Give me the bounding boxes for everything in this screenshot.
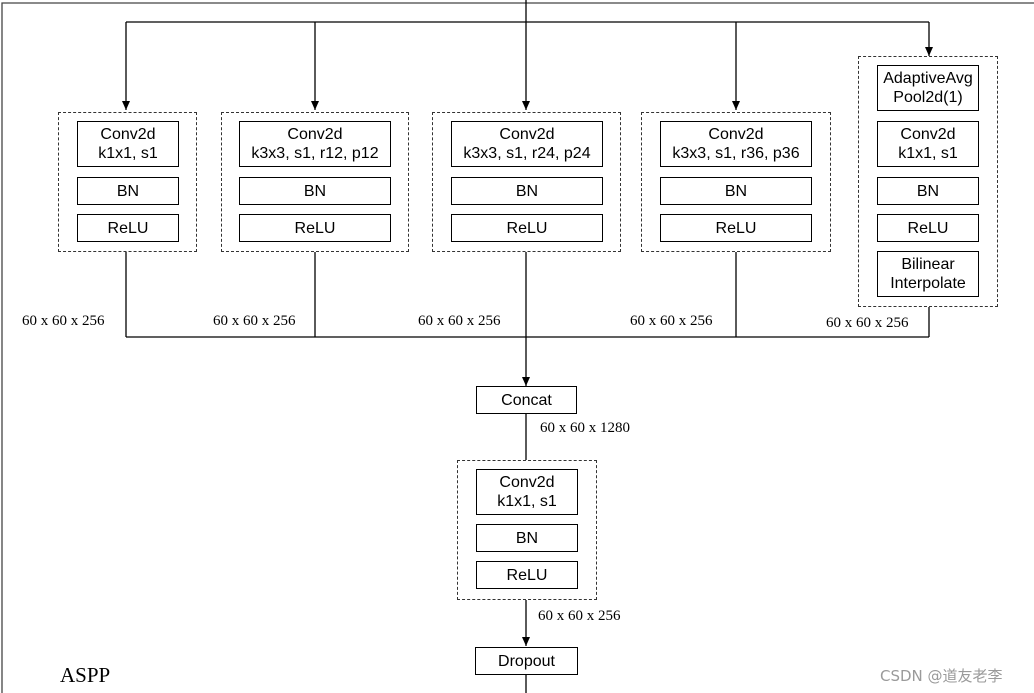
branch-4-conv-block: Conv2d k3x3, s1, r36, p36 [660, 121, 812, 167]
branch-4-relu-block: ReLU [660, 214, 812, 242]
branch-3-output-size: 60 x 60 x 256 [418, 313, 501, 329]
branch-5-conv-block: Conv2d k1x1, s1 [877, 121, 979, 167]
branch-1-group [58, 112, 197, 252]
branch-4-bn-block: BN [660, 177, 812, 205]
branch-1-bn-block: BN [77, 177, 179, 205]
projection-output-size: 60 x 60 x 256 [538, 608, 621, 624]
concat-block: Concat [476, 386, 577, 414]
branch-2-output-size: 60 x 60 x 256 [213, 313, 296, 329]
branch-1-relu-block: ReLU [77, 214, 179, 242]
projection-relu-block: ReLU [476, 561, 578, 589]
branch-4-output-size: 60 x 60 x 256 [630, 313, 713, 329]
branch-5-interp-block: Bilinear Interpolate [877, 251, 979, 297]
branch-1-conv-block: Conv2d k1x1, s1 [77, 121, 179, 167]
branch-3-group [432, 112, 621, 252]
watermark: CSDN @道友老李 [880, 667, 1003, 685]
branch-1-output-size: 60 x 60 x 256 [22, 313, 105, 329]
projection-bn-block: BN [476, 524, 578, 552]
concat-output-size: 60 x 60 x 1280 [540, 420, 630, 436]
dropout-block: Dropout [475, 647, 578, 675]
projection-group [457, 460, 597, 600]
branch-5-pool-block: AdaptiveAvg Pool2d(1) [877, 65, 979, 111]
branch-5-bn-block: BN [877, 177, 979, 205]
branch-2-group [221, 112, 409, 252]
branch-3-conv-block: Conv2d k3x3, s1, r24, p24 [451, 121, 603, 167]
branch-3-relu-block: ReLU [451, 214, 603, 242]
branch-5-output-size: 60 x 60 x 256 [826, 315, 909, 331]
branch-3-bn-block: BN [451, 177, 603, 205]
branch-2-conv-block: Conv2d k3x3, s1, r12, p12 [239, 121, 391, 167]
branch-2-bn-block: BN [239, 177, 391, 205]
branch-5-group [858, 56, 998, 307]
branch-2-relu-block: ReLU [239, 214, 391, 242]
branch-5-relu-block: ReLU [877, 214, 979, 242]
projection-conv-block: Conv2d k1x1, s1 [476, 469, 578, 515]
module-label: ASPP [60, 663, 111, 687]
branch-4-group [641, 112, 831, 252]
